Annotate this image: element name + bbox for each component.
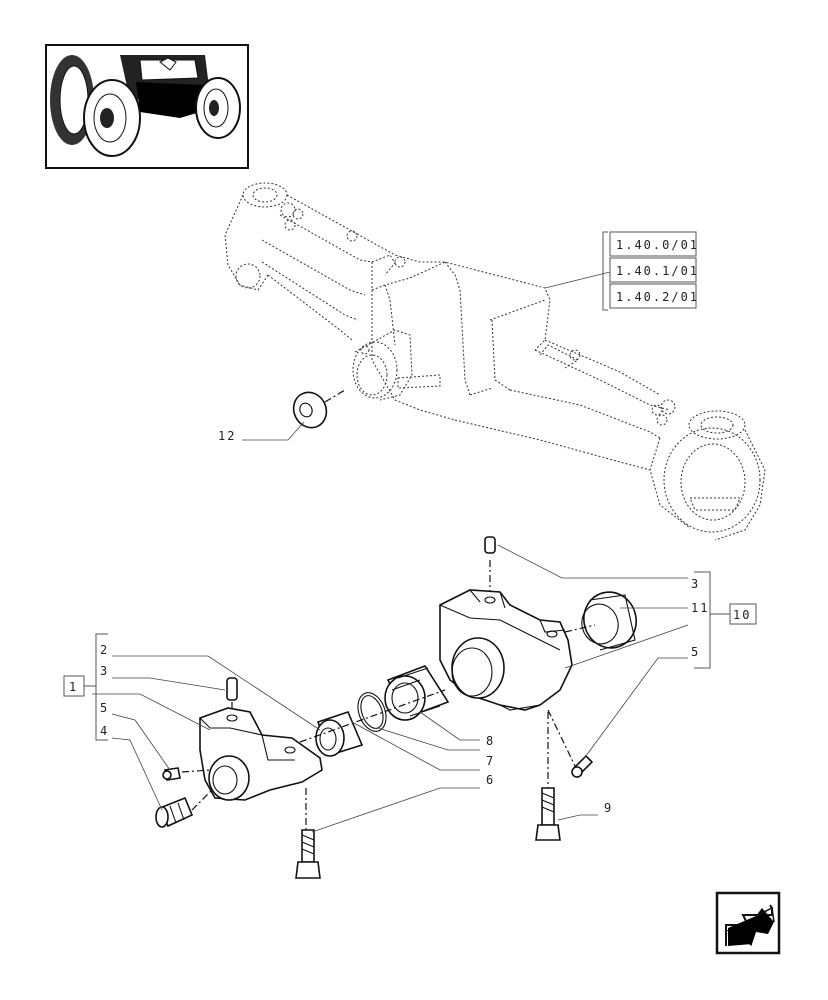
part-11-bushing-right: [564, 591, 637, 651]
callout-6: 6: [486, 773, 495, 787]
reference-leader: [544, 271, 611, 289]
callout-3-right: 3: [691, 577, 700, 591]
part-3-pin-left: [226, 677, 238, 701]
callout-1: 1: [69, 680, 78, 694]
callout-12: 12: [218, 429, 236, 443]
reference-3-text: 1.40.2/01: [616, 290, 699, 304]
callout-1-box[interactable]: 1: [63, 675, 85, 697]
part-5-grease-nipple-right: [571, 754, 594, 778]
callout-11: 11: [691, 601, 709, 615]
callout-3-left: 3: [100, 664, 109, 678]
callout-8: 8: [486, 734, 495, 748]
callout-2: 2: [100, 643, 109, 657]
next-page-arrow-icon[interactable]: [715, 891, 781, 955]
reference-box-2[interactable]: 1.40.1/01: [609, 257, 699, 283]
callout-10-box[interactable]: 10: [729, 603, 757, 625]
reference-box-1[interactable]: 1.40.0/01: [609, 231, 699, 257]
part-7-o-ring: [357, 692, 387, 732]
callout-4: 4: [100, 724, 109, 738]
callout-5-right: 5: [691, 645, 700, 659]
callout-12-leader: [242, 421, 305, 441]
reference-group: 1.40.0/01 1.40.1/01 1.40.2/01: [602, 231, 699, 311]
part-12-thrust-washer: [292, 389, 346, 429]
part-10-axle-support: [439, 589, 573, 711]
part-6-bolt-left: [295, 829, 321, 879]
part-8-bushing-assembly: [384, 665, 450, 721]
part-9-bolt: [535, 787, 561, 841]
part-1-front-support: [199, 707, 323, 801]
part-4-plug: [155, 796, 194, 828]
reference-1-text: 1.40.0/01: [616, 238, 699, 252]
reference-box-3[interactable]: 1.40.2/01: [609, 283, 699, 309]
reference-2-text: 1.40.1/01: [616, 264, 699, 278]
callout-5-left: 5: [100, 701, 109, 715]
callout-7: 7: [486, 754, 495, 768]
callout-9: 9: [604, 801, 613, 815]
axle-housing-outline: [224, 182, 766, 541]
part-5-grease-nipple-left: [162, 767, 181, 781]
part-2-bushing-left: [315, 711, 364, 757]
tractor-thumbnail-icon: [45, 44, 249, 169]
part-3-pin-right: [484, 536, 496, 554]
callout-10: 10: [733, 608, 751, 622]
